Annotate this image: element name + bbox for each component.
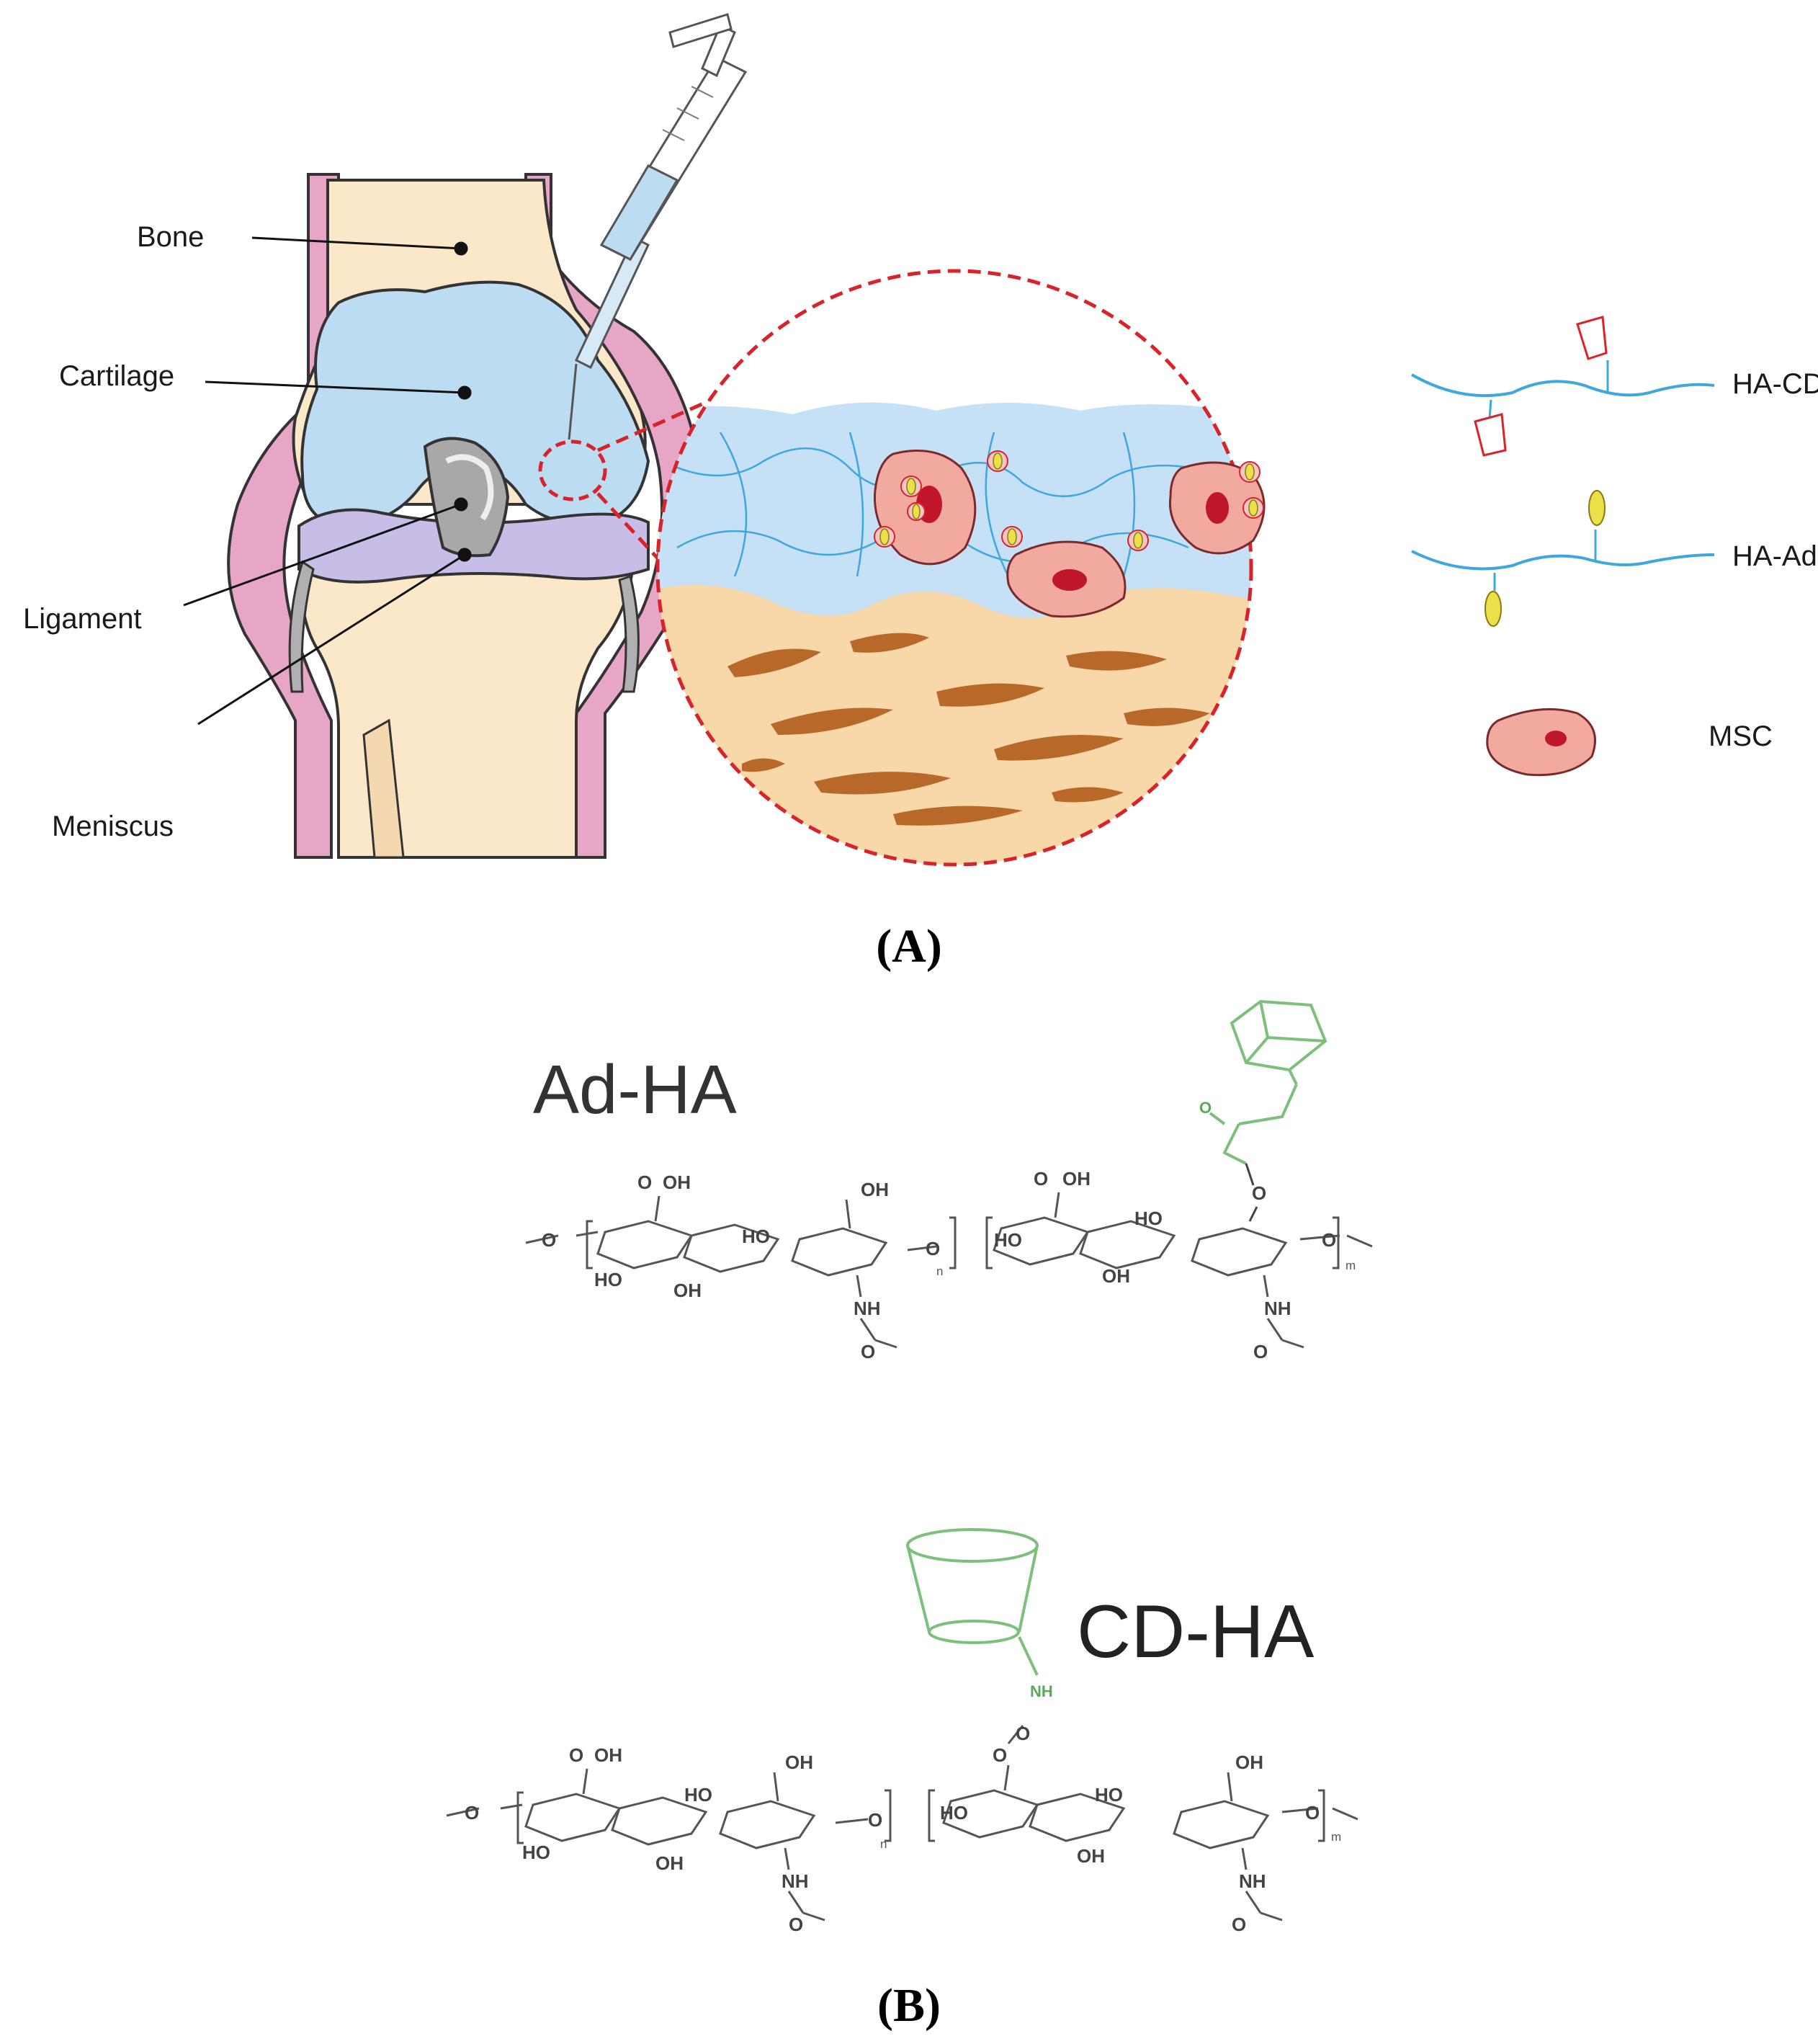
knee-joint-illustration: Bone Cartilage Ligament Meniscus: [23, 13, 748, 859]
chem-atom: O: [542, 1229, 556, 1251]
chem-atom: NH: [1239, 1870, 1266, 1892]
adamantane-icon: [1485, 591, 1502, 627]
chem-atom: OH: [785, 1751, 813, 1773]
chem-atom: O: [1305, 1802, 1320, 1824]
chem-atom: O: [789, 1914, 803, 1935]
chem-atom: O: [861, 1341, 875, 1362]
chem-subscript: m: [1345, 1259, 1356, 1272]
legend-msc: MSC: [1486, 708, 1773, 777]
medial-ligament: [288, 560, 315, 693]
chem-atom: HO: [1095, 1784, 1123, 1806]
title-ad-ha: Ad-HA: [533, 1051, 737, 1128]
legend-ha-cd: HA-CD: [1411, 316, 1818, 457]
chem-atom: NH: [1264, 1298, 1291, 1319]
cartilage-region: [300, 280, 650, 528]
chem-atom: HO: [940, 1802, 968, 1824]
chem-atom: OH: [861, 1179, 889, 1200]
chem-atom: OH: [663, 1171, 691, 1193]
chem-atom: OH: [673, 1280, 702, 1301]
cd-ha-backbone: O O OH HO OH HO OH NH O O n HO O O OH HO…: [446, 1723, 1358, 1935]
fibula: [362, 718, 405, 859]
msc-cell-icon: [1486, 708, 1596, 777]
chem-atom: OH: [1062, 1168, 1091, 1190]
chem-atom: OH: [1077, 1845, 1105, 1867]
adamantane-carbonyl-o: O: [1199, 1099, 1212, 1117]
chem-subscript: n: [880, 1837, 887, 1851]
chem-atom: OH: [655, 1852, 684, 1874]
label-bone: Bone: [137, 221, 204, 253]
chem-atom: O: [1034, 1168, 1048, 1190]
lateral-ligament: [618, 575, 640, 693]
chem-subscript: n: [936, 1264, 943, 1278]
chem-atom: O: [465, 1802, 479, 1824]
ligament-highlight: [445, 454, 494, 521]
chem-atom: O: [1232, 1914, 1246, 1935]
chem-atom: O: [993, 1744, 1007, 1766]
panel-label-b: (B): [877, 1979, 941, 2032]
legend-ha-ad: HA-Ad: [1411, 490, 1817, 627]
msc-cell: [1168, 461, 1266, 555]
chem-atom: OH: [594, 1744, 622, 1766]
chem-atom: OH: [1102, 1265, 1130, 1287]
crosslink-knots: [874, 450, 1264, 551]
label-ligament: Ligament: [23, 603, 142, 635]
collagen-fibers: [727, 633, 1210, 826]
chem-atom: O: [1322, 1229, 1336, 1251]
chem-o-linker: O: [1252, 1182, 1266, 1204]
adamantane-icon: [1588, 490, 1606, 526]
chem-atom: NH: [782, 1870, 809, 1892]
legend-label-ha-cd: HA-CD: [1732, 368, 1818, 400]
chem-subscript: m: [1331, 1830, 1341, 1844]
chem-nh-linker: NH: [1030, 1682, 1053, 1700]
chem-atom: HO: [522, 1842, 550, 1863]
chem-atom: NH: [854, 1298, 881, 1319]
syringe-icon: [568, 13, 748, 440]
cyclodextrin-structure: [906, 1528, 1039, 1676]
chem-atom: O: [637, 1171, 652, 1193]
chem-atom: O: [868, 1809, 882, 1831]
msc-cell: [1006, 540, 1127, 618]
zoom-source-circle: [538, 439, 607, 501]
chem-atom: O: [569, 1744, 583, 1766]
chem-atom: HO: [684, 1784, 712, 1806]
title-cd-ha: CD-HA: [1077, 1590, 1315, 1674]
legend: HA-CD HA-Ad MSC: [1411, 316, 1818, 777]
legend-label-msc: MSC: [1709, 720, 1773, 752]
chem-atom: O: [1016, 1723, 1030, 1744]
label-meniscus: Meniscus: [52, 811, 174, 842]
adamantane-structure: [1209, 999, 1327, 1165]
legend-label-ha-ad: HA-Ad: [1732, 540, 1817, 572]
zoom-circle: [655, 269, 1266, 867]
panel-label-a: (A): [876, 920, 942, 973]
chem-atom: HO: [1134, 1208, 1163, 1229]
anatomy-leaders: [183, 236, 472, 726]
synovium-left: [227, 173, 340, 859]
chem-atom: O: [1253, 1341, 1268, 1362]
ad-ha-backbone: O O OH HO OH HO OH NH O O n HO O OH OH H…: [525, 1168, 1373, 1362]
chem-atom: OH: [1235, 1751, 1263, 1773]
cyclodextrin-icon: [1576, 316, 1608, 360]
label-cartilage: Cartilage: [59, 360, 174, 392]
chem-atom: HO: [742, 1226, 770, 1247]
chem-atom: O: [926, 1238, 940, 1259]
chem-atom: HO: [994, 1229, 1022, 1251]
cyclodextrin-icon: [1474, 413, 1507, 457]
chem-atom: HO: [594, 1269, 622, 1290]
